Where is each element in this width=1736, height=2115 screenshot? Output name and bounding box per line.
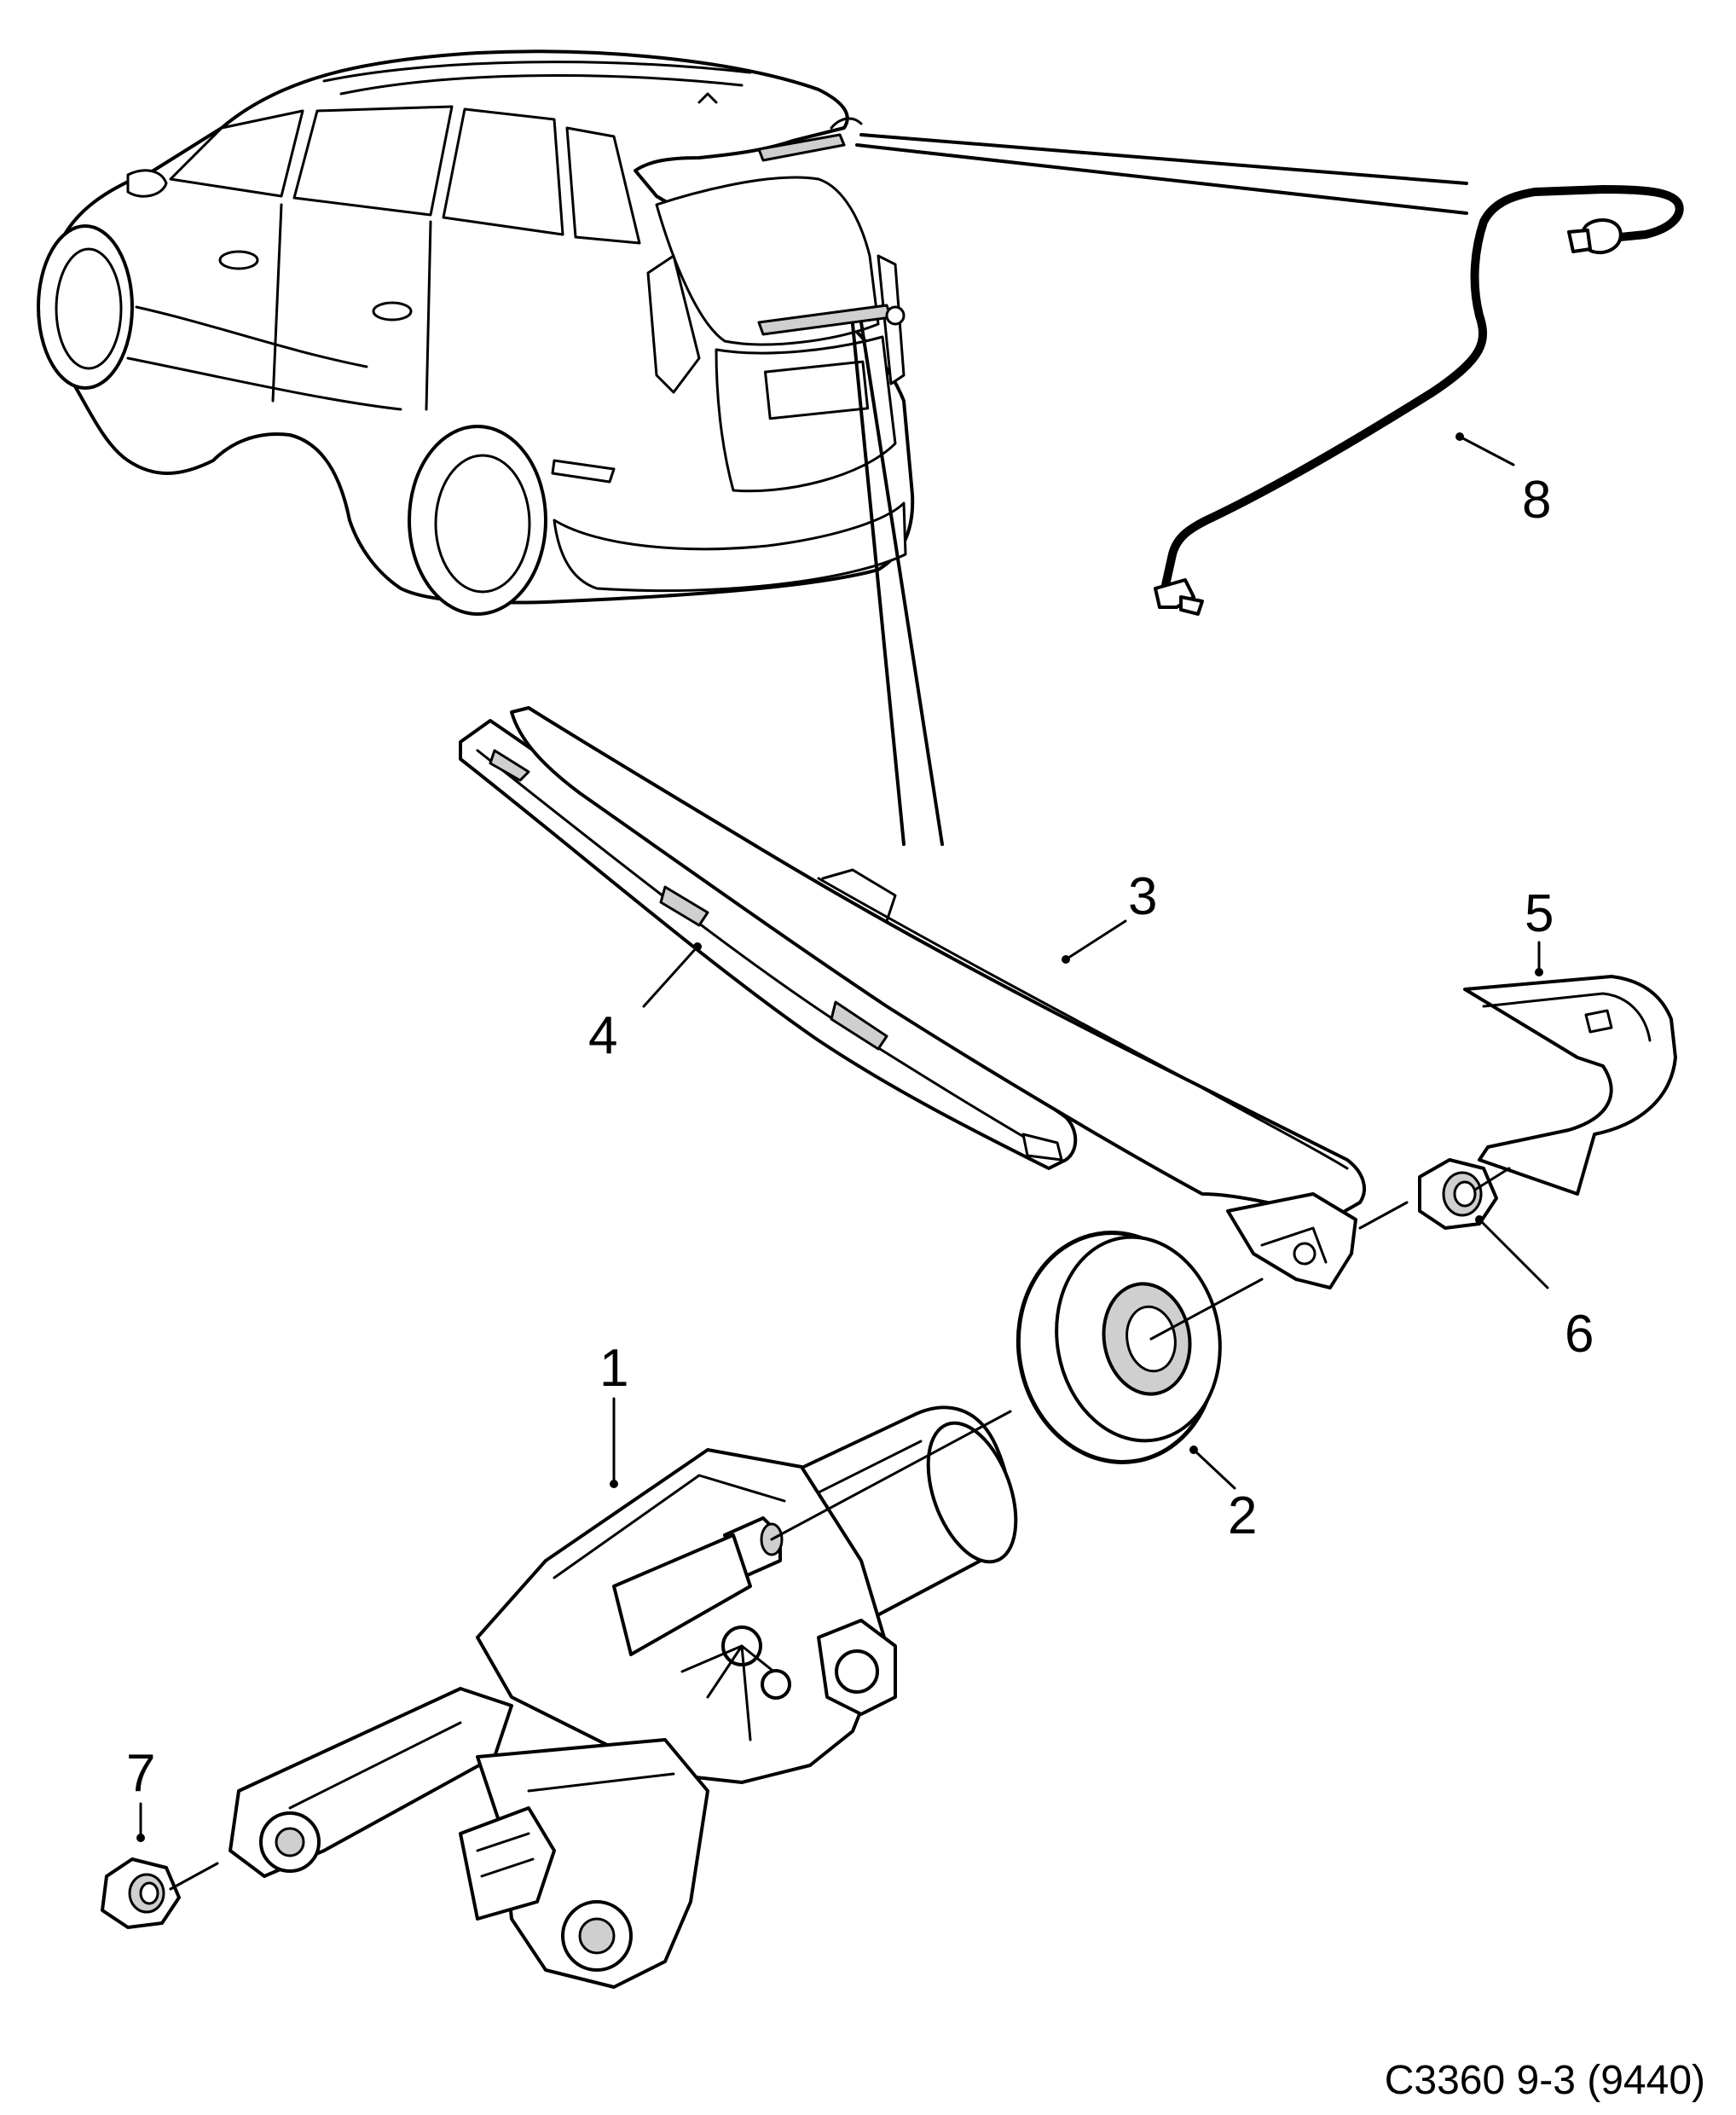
car-illustration: [37, 49, 915, 616]
part-8-washer-hose: [1154, 185, 1684, 616]
callout-leaders: [136, 432, 1549, 1842]
reference-code: C3360 9-3 (9440): [1385, 2058, 1705, 2103]
part-6-nut: [1418, 1158, 1498, 1230]
part-7-nut: [101, 1857, 181, 1929]
part-4-wiper-blade: [459, 719, 1078, 1170]
callout-3: 3: [1128, 867, 1157, 926]
car-leader-lines: [851, 133, 1468, 846]
callout-8: 8: [1522, 471, 1551, 530]
callout-4: 4: [588, 1006, 617, 1065]
part-5-cover-cap: [1463, 975, 1677, 1196]
part-3-wiper-arm: [510, 706, 1366, 1289]
part-2-seal: [1016, 1231, 1222, 1464]
part-1-wiper-motor: [229, 1405, 1018, 1989]
callout-labels: 1 2 3 4 5 6 7 8: [126, 471, 1594, 1803]
callout-6: 6: [1565, 1305, 1594, 1364]
callout-5: 5: [1525, 884, 1554, 943]
callout-1: 1: [599, 1339, 628, 1398]
assembly-lines: [169, 1167, 1511, 1891]
callout-2: 2: [1228, 1486, 1257, 1545]
callout-7: 7: [126, 1744, 155, 1803]
